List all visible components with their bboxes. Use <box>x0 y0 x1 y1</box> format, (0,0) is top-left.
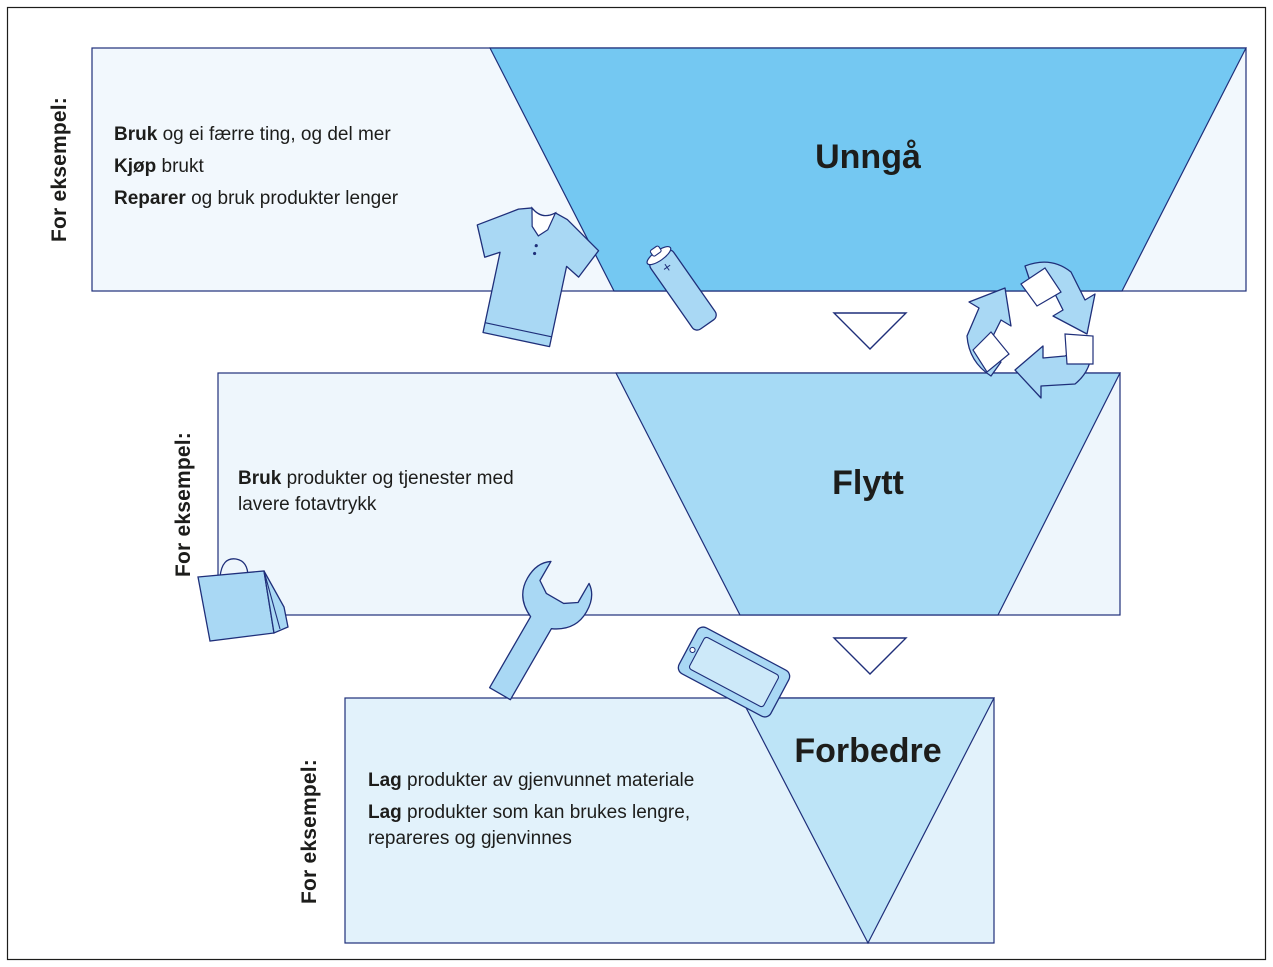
unnga-trapezoid <box>489 47 1247 292</box>
down-arrow-1 <box>832 312 908 350</box>
stage-title-unnga: Unngå <box>815 138 921 176</box>
wrench-icon <box>488 560 593 701</box>
example-line: Lag produkter av gjenvunnet materiale <box>368 770 695 791</box>
example-line: Reparer og bruk produkter lenger <box>114 188 399 209</box>
example-line: Bruk og ei færre ting, og del mer <box>114 124 391 145</box>
flytt-trapezoid <box>615 372 1121 616</box>
stage-title-forbedre: Forbedre <box>794 732 942 770</box>
tshirt-icon <box>476 206 600 348</box>
examples-unnga: Bruk og ei færre ting, og del mer Kjøp b… <box>114 122 474 218</box>
shopping-bag-icon <box>197 558 289 642</box>
tablet-icon <box>677 626 791 718</box>
examples-forbedre: Lag produkter av gjenvunnet materiale La… <box>368 768 698 858</box>
down-arrow-2 <box>832 637 908 675</box>
recycle-icon <box>966 261 1096 399</box>
side-label-forbedre: For eksempel: <box>298 759 321 904</box>
example-line: Lag produkter som kan brukes lengre, rep… <box>368 802 691 849</box>
outer-frame <box>6 6 1267 961</box>
side-label-unnga: For eksempel: <box>48 97 71 242</box>
example-line: Bruk produkter og tjenester med lavere f… <box>238 468 514 515</box>
stage-title-flytt: Flytt <box>832 464 904 502</box>
battery-icon: + <box>646 245 717 331</box>
side-label-flytt: For eksempel: <box>172 432 195 577</box>
forbedre-triangle <box>740 697 995 945</box>
example-line: Kjøp brukt <box>114 156 204 177</box>
examples-flytt: Bruk produkter og tjenester med lavere f… <box>238 466 538 524</box>
